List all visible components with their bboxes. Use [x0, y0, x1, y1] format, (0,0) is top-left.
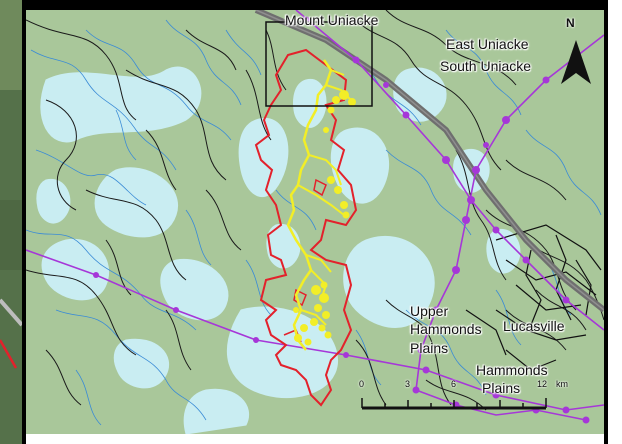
place-label-south-uniacke: South Uniacke — [440, 58, 532, 74]
scale-bar — [361, 398, 547, 410]
north-arrow-icon — [561, 40, 591, 84]
place-label-east-uniacke: East Uniacke — [446, 36, 529, 52]
trail-network — [286, 59, 333, 351]
place-label-upper-hammonds-line2: Hammonds — [410, 321, 482, 337]
power-line-nodes — [93, 16, 590, 424]
highway-centerline — [255, 10, 604, 311]
road-network — [26, 10, 604, 411]
scale-tick-3: 3 — [405, 379, 411, 389]
north-arrow-letter: N — [566, 16, 575, 30]
place-label-lucasville: Lucasville — [503, 318, 565, 334]
place-label-hammonds-line1: Hammonds — [476, 362, 548, 378]
place-label-upper-hammonds-line3: Plains — [410, 340, 449, 356]
map-bottom-margin — [26, 434, 604, 444]
place-label-upper-hammonds-line1: Upper — [410, 303, 449, 319]
inset-strip — [0, 0, 22, 444]
scale-tick-0: 0 — [359, 379, 365, 389]
trail-sites — [293, 90, 356, 346]
place-label-hammonds-line2: Plains — [482, 380, 521, 396]
scale-unit: km — [556, 379, 568, 389]
water-bodies — [36, 66, 521, 434]
locator-box — [265, 21, 373, 107]
project-boundary — [254, 48, 358, 407]
scale-tick-6: 6 — [451, 379, 457, 389]
inset-strip-graphic — [0, 0, 22, 444]
place-label-mount-uniacke: Mount Uniacke — [285, 12, 379, 28]
scale-tick-12: 12 — [537, 379, 548, 389]
map-canvas[interactable] — [26, 10, 604, 434]
